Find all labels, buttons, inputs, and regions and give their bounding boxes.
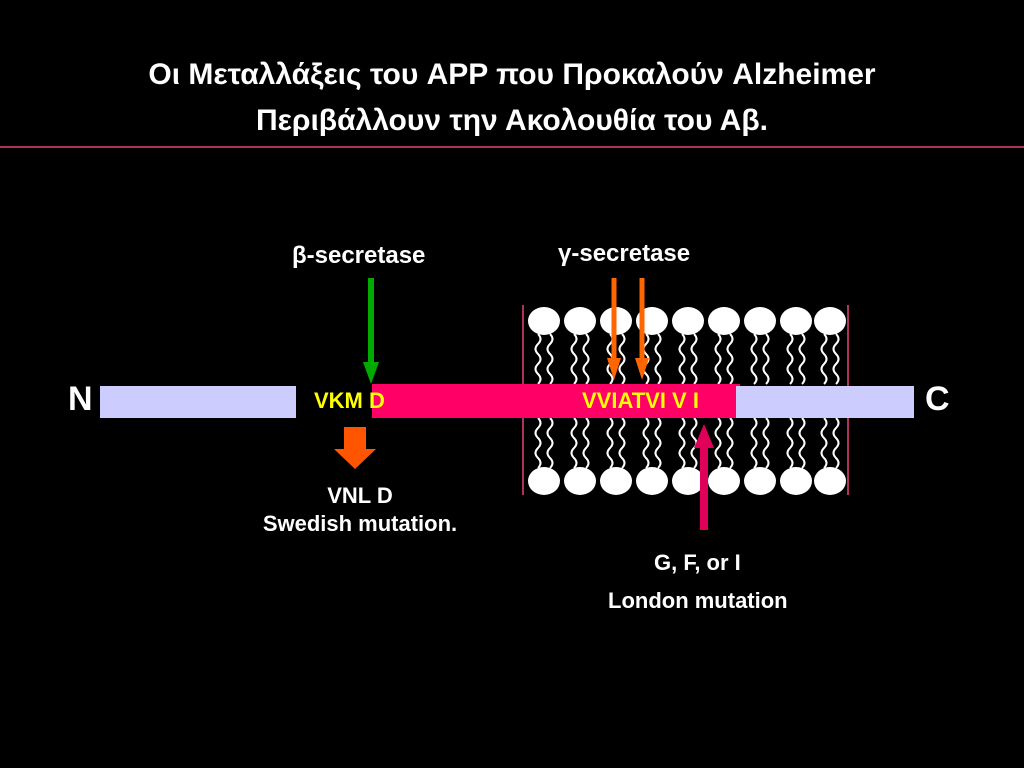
lipid-tail-upper — [750, 333, 758, 385]
lipid-head-lower — [564, 467, 596, 495]
lipid-tail-lower — [618, 417, 626, 469]
lipid-tail-upper — [690, 333, 698, 385]
lipid-head-upper — [708, 307, 740, 335]
lipid-tail-lower — [750, 417, 758, 469]
lipid-tail-lower — [642, 417, 650, 469]
lipid-tail-upper — [582, 333, 590, 385]
sequence-right: VVIATVI V I — [582, 388, 699, 413]
lipid-tail-lower — [762, 417, 770, 469]
abeta-region — [372, 384, 740, 418]
gamma-secretase-arrow-1-head — [607, 358, 621, 380]
lipid-tail-upper — [678, 333, 686, 385]
lipid-head-lower — [708, 467, 740, 495]
lipid-head-lower — [636, 467, 668, 495]
lipid-tail-lower — [582, 417, 590, 469]
lipid-tail-lower — [678, 417, 686, 469]
lipid-head-lower — [672, 467, 704, 495]
lipid-tail-lower — [786, 417, 794, 469]
lipid-tail-lower — [534, 417, 542, 469]
lipid-tail-lower — [820, 417, 828, 469]
lipid-tail-lower — [714, 417, 722, 469]
lipid-head-lower — [528, 467, 560, 495]
lipid-head-lower — [780, 467, 812, 495]
c-terminus-label: C — [925, 380, 950, 418]
lipid-tail-upper — [570, 333, 578, 385]
sequence-left: VKM D — [314, 388, 385, 413]
lipid-tail-upper — [726, 333, 734, 385]
lipid-tail-upper — [714, 333, 722, 385]
beta-secretase-label: β-secretase — [292, 242, 426, 269]
lipid-bilayer — [528, 307, 846, 495]
lipid-head-lower — [744, 467, 776, 495]
swedish-sequence: VNL D — [327, 483, 393, 508]
lipid-tail-upper — [786, 333, 794, 385]
lipid-tail-lower — [832, 417, 840, 469]
slide-title: Οι Μεταλλάξεις του APP που Προκαλούν Alz… — [0, 52, 1024, 144]
lipid-head-upper — [744, 307, 776, 335]
gamma-secretase-label: γ-secretase — [558, 240, 691, 267]
lipid-tail-lower — [546, 417, 554, 469]
lipid-tail-lower — [726, 417, 734, 469]
swedish-arrow-body — [344, 427, 366, 451]
london-label: London mutation — [608, 588, 788, 613]
c-terminal-domain — [736, 386, 914, 418]
n-terminus-label: N — [68, 380, 93, 418]
n-terminal-domain — [100, 386, 296, 418]
lipid-tail-upper — [762, 333, 770, 385]
gamma-secretase-arrow-2-head — [635, 358, 649, 380]
lipid-tail-upper — [820, 333, 828, 385]
lipid-tail-lower — [690, 417, 698, 469]
lipid-head-upper — [528, 307, 560, 335]
lipid-tail-upper — [654, 333, 662, 385]
swedish-mutation-caption: VNL D Swedish mutation. — [0, 482, 720, 538]
lipid-tail-upper — [546, 333, 554, 385]
lipid-tail-upper — [534, 333, 542, 385]
lipid-tail-lower — [654, 417, 662, 469]
swedish-label: Swedish mutation. — [262, 511, 458, 536]
lipid-tail-lower — [798, 417, 806, 469]
title-line-2: Περιβάλλουν την Ακολουθία του Αβ. — [255, 104, 768, 137]
lipid-head-lower — [600, 467, 632, 495]
lipid-head-lower — [814, 467, 846, 495]
lipid-head-upper — [672, 307, 704, 335]
lipid-head-upper — [814, 307, 846, 335]
lipid-tail-lower — [606, 417, 614, 469]
lipid-tail-upper — [798, 333, 806, 385]
lipid-tail-lower — [570, 417, 578, 469]
swedish-arrow-head — [334, 449, 376, 469]
lipid-head-upper — [780, 307, 812, 335]
lipid-head-upper — [564, 307, 596, 335]
title-line-1: Οι Μεταλλάξεις του APP που Προκαλούν Alz… — [148, 58, 876, 91]
london-variants: G, F, or I — [654, 550, 741, 575]
london-arrow-head — [694, 424, 714, 448]
lipid-tail-upper — [618, 333, 626, 385]
title-divider — [0, 146, 1024, 148]
lipid-tail-upper — [832, 333, 840, 385]
london-mutation-caption: G, F, or I London mutation — [596, 544, 788, 620]
beta-secretase-arrow-head — [363, 362, 379, 384]
